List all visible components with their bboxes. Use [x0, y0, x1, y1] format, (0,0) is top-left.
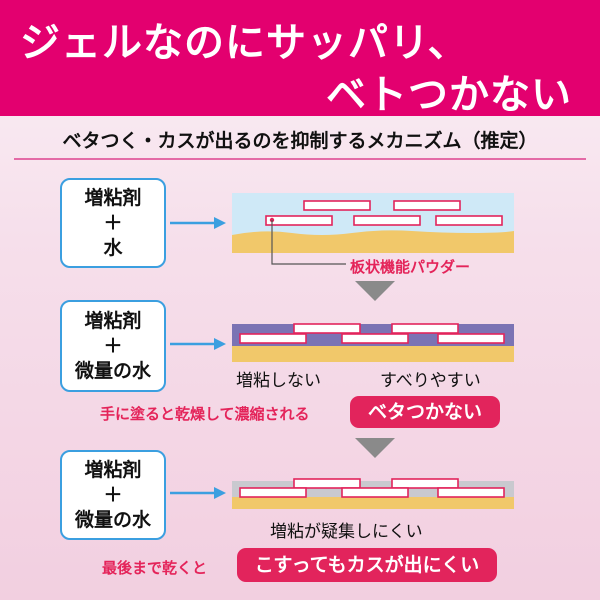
- powder-plate: [437, 333, 505, 344]
- step3-line3: 微量の水: [74, 508, 151, 531]
- powder-plate: [239, 333, 307, 344]
- powder-plate: [435, 215, 503, 226]
- powder-plate: [293, 323, 361, 334]
- powder-leader-line: [271, 220, 346, 265]
- section-title: ベタつく・カスが出るのを抑制するメカニズム（推定）: [62, 130, 538, 152]
- step1-line3: 水: [103, 236, 123, 259]
- powder-plate: [393, 200, 461, 211]
- powder-plate: [239, 487, 307, 498]
- step1-line2: ＋: [103, 211, 123, 234]
- result-badge-no-residue: こすってもカスが出にくい: [237, 548, 497, 582]
- step3-note: 最後まで乾くと: [102, 559, 208, 577]
- powder-plate: [437, 487, 505, 498]
- step2-line2: ＋: [103, 334, 123, 357]
- step1-layer-diagram: [232, 193, 514, 253]
- headline-line1: ジェルなのにサッパリ、: [20, 20, 469, 66]
- step2-arrow-icon: [170, 338, 226, 350]
- powder-plate: [353, 215, 421, 226]
- step2-line1: 増粘剤: [84, 309, 142, 332]
- powder-plate: [391, 323, 459, 334]
- powder-plate: [303, 200, 371, 211]
- powder-plate: [265, 215, 333, 226]
- powder-label: 板状機能パウダー: [350, 258, 471, 276]
- down-arrow-icon: [355, 438, 395, 458]
- header-banner: ジェルなのにサッパリ、 ベトつかない: [0, 0, 600, 118]
- powder-plate: [341, 487, 409, 498]
- powder-plate: [293, 478, 361, 489]
- step1-ingredient-box: 増粘剤 ＋ 水: [60, 178, 166, 268]
- step2-line3: 微量の水: [74, 359, 151, 382]
- headline-line2: ベトつかない: [326, 72, 572, 118]
- step3-label: 増粘が疑集しにくい: [270, 522, 423, 542]
- step2-label-right: すべりやすい: [380, 371, 481, 391]
- step3-layer-diagram: [232, 478, 514, 509]
- section-divider: [14, 158, 586, 160]
- step1-arrow-icon: [170, 217, 226, 229]
- down-arrow-icon: [355, 281, 395, 301]
- powder-plate: [391, 478, 459, 489]
- result-badge-not-sticky: ベタつかない: [350, 396, 500, 428]
- step3-arrow-icon: [170, 487, 226, 499]
- step3-line2: ＋: [103, 483, 123, 506]
- step2-layer-diagram: [232, 323, 514, 362]
- step1-line1: 増粘剤: [84, 186, 142, 209]
- step2-ingredient-box: 増粘剤 ＋ 微量の水: [60, 300, 166, 392]
- step3-line1: 増粘剤: [84, 458, 142, 481]
- powder-plate: [341, 333, 409, 344]
- skin-layer: [232, 497, 514, 509]
- skin-layer: [232, 230, 514, 253]
- step2-label-left: 増粘しない: [236, 371, 321, 391]
- step2-note: 手に塗ると乾燥して濃縮される: [100, 405, 310, 423]
- step3-ingredient-box: 増粘剤 ＋ 微量の水: [60, 450, 166, 540]
- skin-layer: [232, 346, 514, 362]
